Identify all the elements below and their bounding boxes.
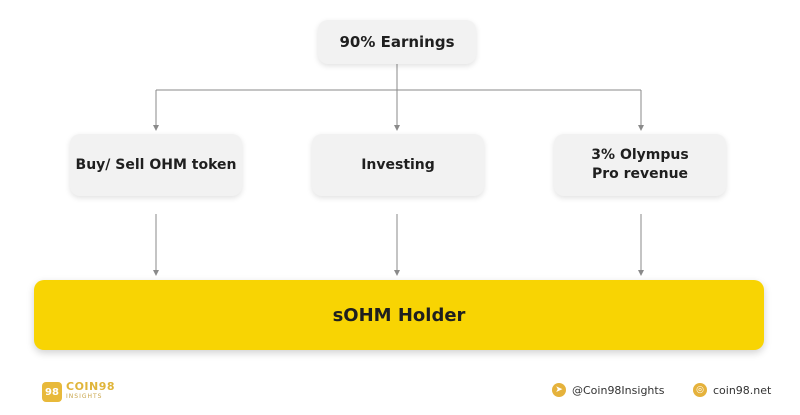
- node-buy-sell-ohm-label: Buy/ Sell OHM token: [75, 156, 237, 173]
- footer-website-link[interactable]: ◎ coin98.net: [693, 383, 771, 397]
- logo-brand: COIN98: [66, 380, 116, 393]
- website-url: coin98.net: [713, 383, 772, 397]
- coin98-logo-text: COIN98 INSIGHTS: [66, 380, 116, 402]
- node-olympus-pro-revenue-label: 3% Olympus Pro revenue: [591, 147, 689, 182]
- node-earnings: 90% Earnings: [318, 20, 476, 64]
- coin98-logo-mark: 98: [42, 382, 62, 402]
- node-sohm-holder: sOHM Holder: [34, 280, 764, 350]
- telegram-handle: @Coin98Insights: [572, 383, 665, 397]
- globe-icon: ◎: [693, 383, 707, 397]
- node-buy-sell-ohm: Buy/ Sell OHM token: [70, 134, 242, 196]
- node-earnings-label: 90% Earnings: [339, 32, 455, 51]
- node-investing: Investing: [312, 134, 484, 196]
- node-sohm-holder-label: sOHM Holder: [332, 304, 466, 326]
- telegram-icon: ➤: [552, 383, 566, 397]
- node-olympus-pro-revenue: 3% Olympus Pro revenue: [554, 134, 726, 196]
- logo-sub: INSIGHTS: [66, 393, 103, 400]
- coin98-logo: 98 COIN98 INSIGHTS: [42, 380, 116, 402]
- node-investing-label: Investing: [361, 156, 435, 173]
- footer-telegram-link[interactable]: ➤ @Coin98Insights: [552, 383, 664, 397]
